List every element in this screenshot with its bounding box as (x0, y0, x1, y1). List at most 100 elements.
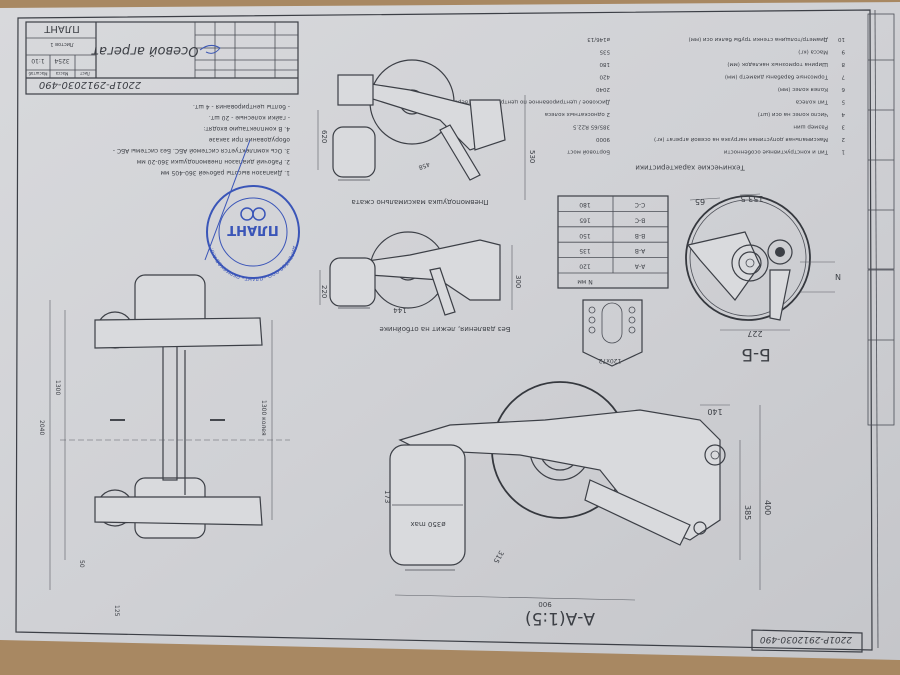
section-name: С-С (635, 201, 646, 208)
dim-227: 227 (747, 329, 762, 338)
spec-number: 7 (841, 73, 845, 79)
spec-number: 2 (842, 136, 846, 142)
note-line: - гайки колесные - 20 шт. (209, 114, 290, 121)
spec-list: Технические характеристики 1 Тип и констру… (443, 36, 845, 172)
spec-label: Ширина тормозных накладок (мм) (727, 61, 828, 67)
spec-number: 5 (841, 98, 845, 104)
spec-label: Масса (кг) (798, 48, 828, 54)
caption-compressed: Пневмоподушка максимально сжата (351, 198, 488, 206)
note-line: 4. В комплектацию входят: (203, 125, 290, 132)
mass-label: Масса (55, 71, 68, 76)
dim-385: 385 (743, 505, 752, 520)
drawing-frame (15, 9, 873, 651)
bottom-number-box: 2201Р-2912030-490 (751, 629, 863, 653)
scale-value: 1:10 (31, 57, 45, 64)
spec-value: 420 (599, 73, 610, 79)
spec-label: Тип и конструктивные особенности (723, 148, 829, 154)
dim-400: 400 (763, 500, 772, 515)
spec-number: 1 (842, 148, 846, 154)
spec-value: Дисковое / центрированное по центральном… (443, 98, 610, 104)
side-strip (867, 13, 895, 426)
section-value: 150 (579, 232, 591, 239)
axle-plan-view: 2040 1300 1300 колея 50 125 (38, 274, 290, 617)
spec-number: 8 (841, 61, 845, 67)
spec-value: 385/65 R22.5 (572, 123, 610, 129)
scale-label: Масштаб (28, 71, 48, 76)
spec-number: 6 (841, 86, 845, 92)
dim-153-5: 153.5 (741, 194, 764, 203)
section-bb-label: Б-Б (741, 344, 770, 364)
spec-label: Тип колеса (796, 98, 829, 104)
dim-173: 173 (383, 490, 391, 503)
dim-900: 900 (538, 600, 551, 608)
title-block: ПЛАНТ Листов 1 1:10 3254 Масштаб Масса Л… (25, 21, 299, 95)
spec-value: 2040 (596, 86, 610, 92)
spec-value: 9000 (596, 136, 610, 142)
dim-n: N (835, 272, 841, 281)
dim-300: 300 (514, 275, 522, 288)
signature (199, 44, 221, 54)
dim-50: 50 (78, 560, 85, 568)
company-name: ПЛАНТ (43, 23, 79, 34)
drawing-number: 2201Р-2912030-490 (39, 79, 141, 90)
dim-1300-track: 1300 колея (260, 400, 267, 436)
spec-value: 180 (599, 61, 610, 67)
drawing-number-bottom: 2201Р-2912030-490 (760, 634, 852, 644)
spec-number: 4 (841, 111, 845, 117)
section-value: 135 (579, 247, 591, 254)
spec-label: Диаметр/толщина стенки трубы балки оси (… (689, 36, 828, 42)
dim-530: 530 (528, 150, 536, 163)
dim-1300: 1300 (54, 380, 61, 395)
dim-65: 65 (695, 197, 705, 206)
note-line: 1. Диапазон высоты рабочей 360-405 мм (161, 169, 291, 176)
spec-number: 10 (838, 36, 845, 42)
notes: 1. Диапазон высоты рабочей 360-405 мм 2. … (113, 103, 290, 176)
section-value: 180 (579, 201, 591, 208)
note-line: 3. Ось комплектуется системой АБС. Без с… (113, 147, 290, 154)
stamp-center: ПЛАНТ (227, 222, 279, 237)
section-aa-label: А-А(1:5) (525, 608, 595, 628)
note-line: - болты центрирования - 4 шт. (193, 103, 290, 110)
spec-value: ø146/13 (587, 36, 610, 42)
view-rest: 220 300 144 Без давления, лежит на отбой… (319, 231, 522, 333)
spec-label: Максимальная допустимая нагрузка на осев… (654, 136, 828, 143)
section-value: 120 (579, 263, 591, 270)
dim-458: 458 (417, 160, 430, 171)
dim-125: 125 (113, 605, 120, 617)
sheets-label: Листов 1 (50, 41, 73, 47)
dim-220: 220 (320, 285, 328, 298)
dim-620: 620 (320, 130, 328, 143)
note-line: 2. Рабочий диапазон пневмоподушки 360-20… (137, 158, 290, 165)
spec-label: Колея колес (мм) (778, 86, 828, 92)
section-name: А-В (635, 247, 645, 254)
dim-140: 140 (707, 407, 722, 416)
spec-label: Тормозные барабаны диаметр (мм) (725, 73, 829, 79)
dim-144: 144 (393, 306, 407, 314)
signature-stroke (204, 139, 251, 261)
connector-dimension: 120x72 (599, 357, 622, 364)
section-name: А-А (634, 263, 645, 270)
spec-number: 9 (841, 48, 845, 54)
specs-title: Технические характеристики (635, 163, 745, 171)
spec-value: Бортовой мост (566, 148, 610, 155)
section-name: В-С (635, 216, 645, 223)
drawing-name: Осевой агрегат (91, 43, 198, 58)
spec-value: 2 односкатных колеса (545, 111, 610, 117)
note-line: оборудования при заказе (208, 136, 290, 143)
section-value: 165 (579, 216, 591, 223)
connector-detail: 120x72 (582, 299, 643, 367)
view-compressed: 620 530 458 Пневмоподушка максимально сж… (317, 59, 536, 206)
section-bb-view: 227 65 153.5 N Б-Б (685, 193, 841, 364)
spec-number: 3 (841, 123, 845, 129)
section-name: В-В (635, 232, 645, 239)
caption-rest: Без давления, лежит на отбойнике (379, 325, 510, 333)
dim-350: ø350 max (410, 520, 445, 528)
spec-label: Число колес на оси (шт) (758, 111, 828, 117)
spec-label: Размер шин (793, 123, 828, 129)
section-table-header: N мм (577, 278, 592, 285)
section-aa-view: 400 385 140 173 ø350 max 315 900 А-А(1:5… (383, 381, 772, 628)
dim-2040: 2040 (38, 420, 45, 435)
